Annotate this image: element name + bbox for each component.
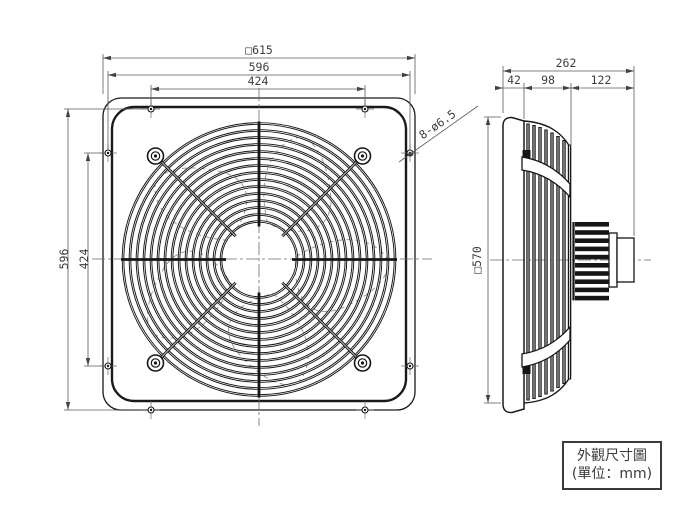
side-flange-plate <box>502 116 525 414</box>
dim-hole-span-v: 596 <box>57 249 71 270</box>
dim-motor-depth: 122 <box>591 73 612 87</box>
motor-end-cap <box>608 232 618 288</box>
leader-dot <box>408 152 412 156</box>
drawing-title: 外觀尺寸圖 <box>577 448 647 464</box>
grille-mounts <box>146 147 372 372</box>
dim-hole-span-h: 596 <box>249 60 270 74</box>
grille-retaining-bands <box>521 150 571 374</box>
dim-hole-pitch-h: 424 <box>248 74 269 88</box>
side-view: 262 42 98 122 □570 <box>470 56 651 414</box>
side-motor <box>572 222 635 301</box>
title-block: 外觀尺寸圖 (單位：mm) <box>562 441 662 490</box>
dim-flange-depth: 42 <box>507 73 521 87</box>
dim-body-square: □570 <box>470 246 484 274</box>
grille-spokes <box>121 121 397 398</box>
front-dimensions-top: □615 596 424 <box>102 43 416 149</box>
dim-total-depth: 262 <box>556 56 577 70</box>
dim-hole-pitch-v: 424 <box>77 249 91 270</box>
dim-grille-depth: 98 <box>541 73 555 87</box>
front-dimensions-left: 596 424 <box>57 108 146 411</box>
dim-outer-square: □615 <box>245 43 273 57</box>
side-dimension-body: □570 <box>470 116 501 404</box>
holes-callout: 8-ø6.5 <box>398 105 479 163</box>
front-view: □615 596 424 596 424 8-ø6.5 <box>57 43 479 426</box>
side-dimensions-top: 262 42 98 122 <box>495 56 635 236</box>
terminal-box <box>616 237 635 283</box>
drawing-unit-note: (單位：mm) <box>571 465 653 482</box>
